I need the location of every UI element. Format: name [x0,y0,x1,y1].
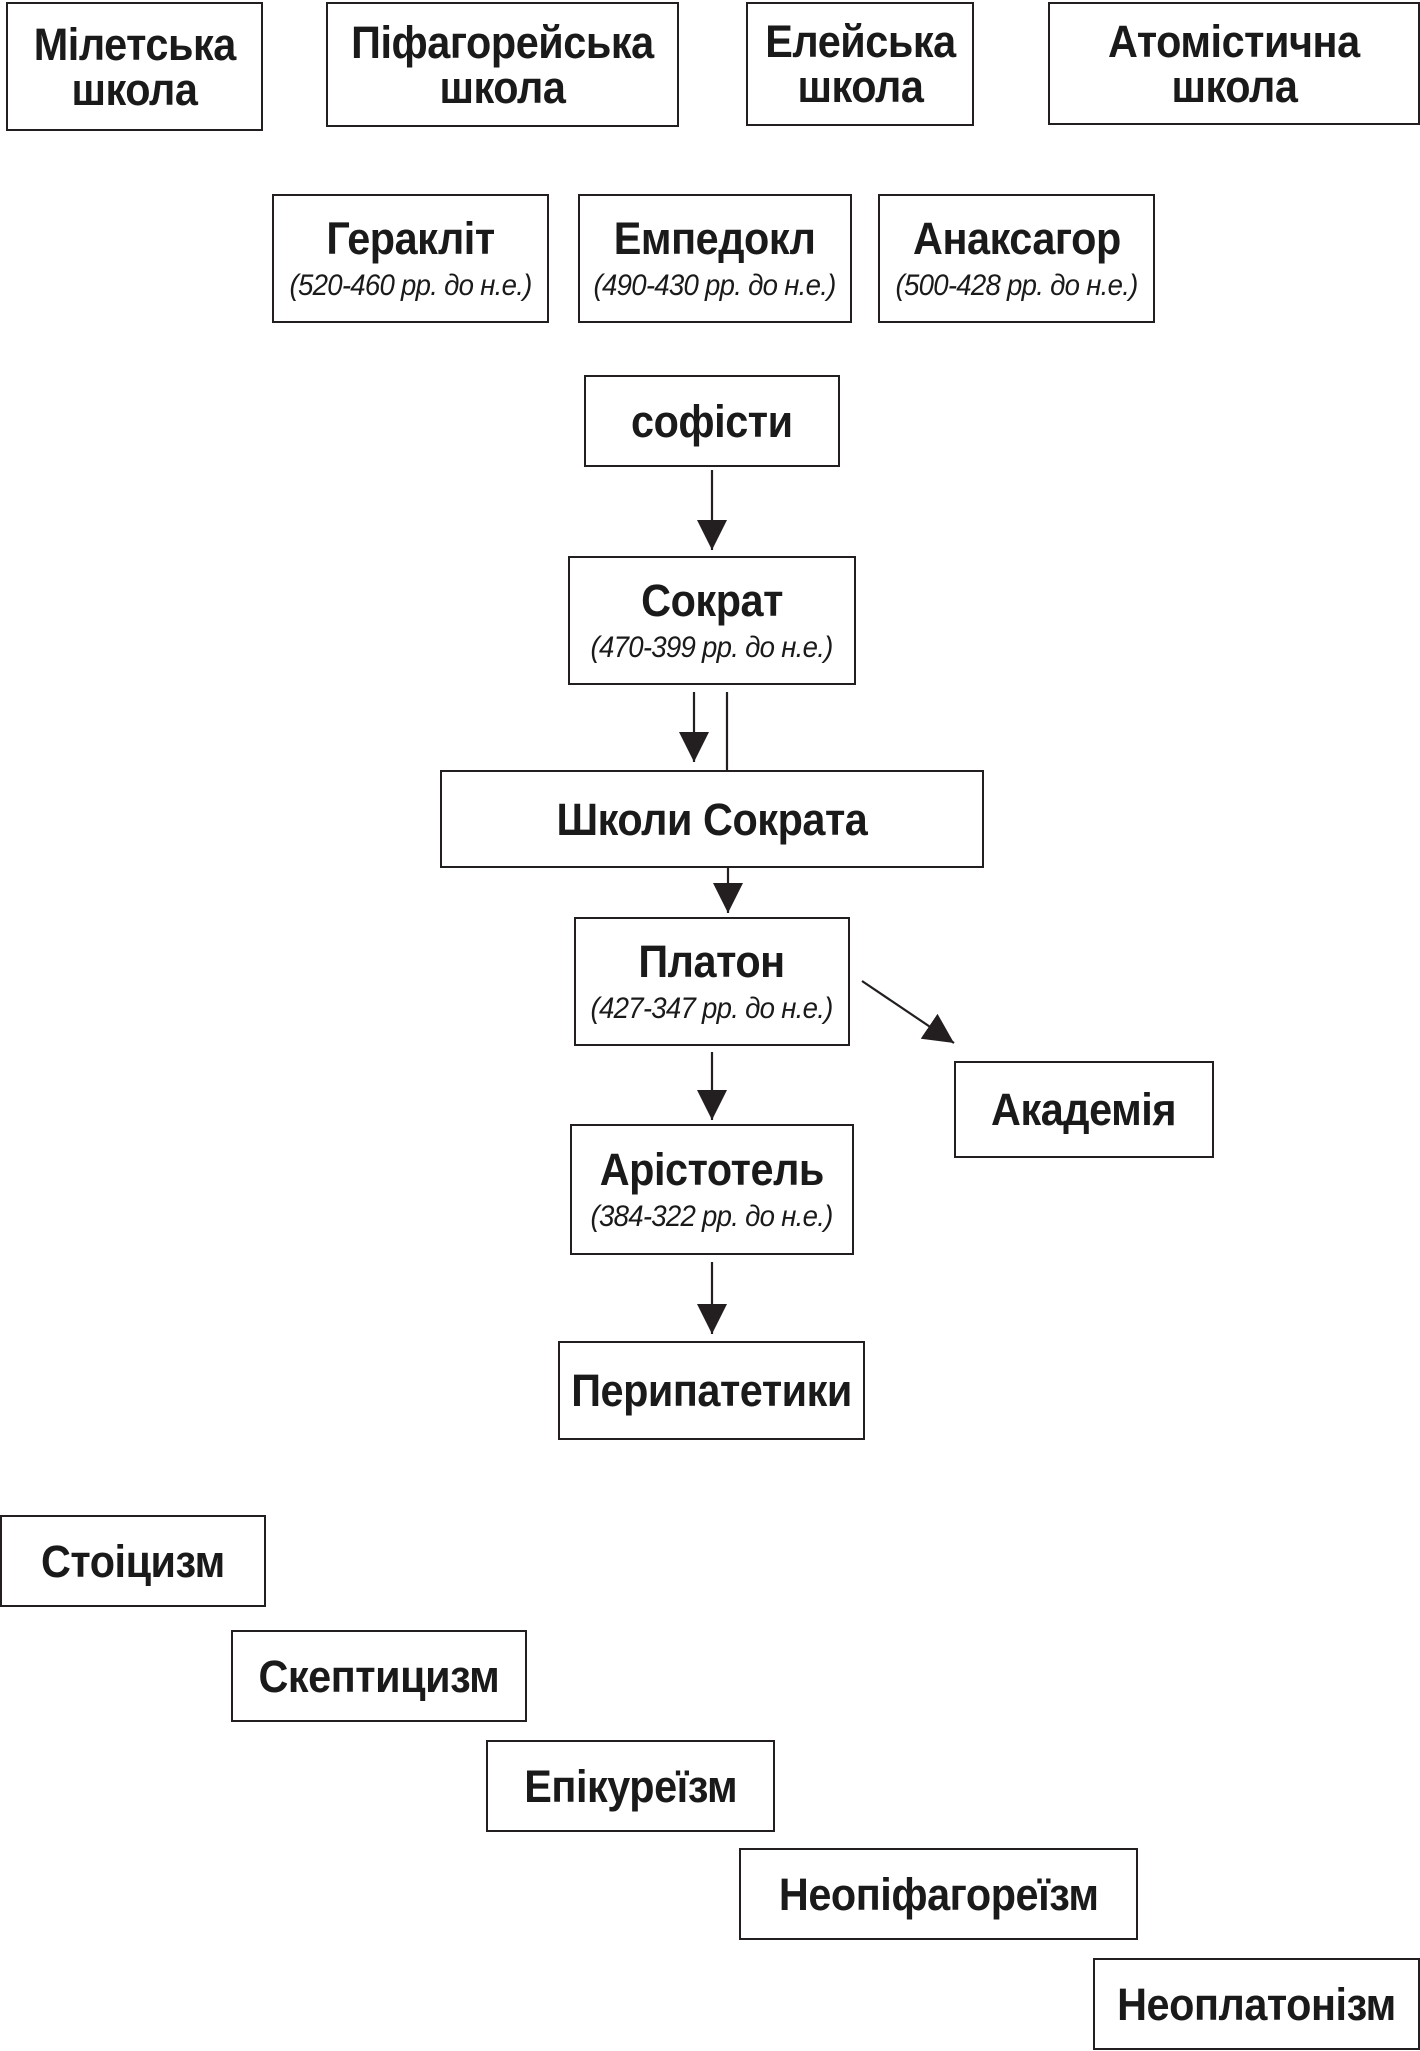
stoicism-box: Стоіцизм [0,1515,266,1607]
socratic-schools-box: Школи Сократа [440,770,984,868]
empedocles-dates: (490-430 рр. до н.е.) [593,268,837,302]
atomist-school-box: Атомістична школа [1048,2,1420,125]
socrates-box: Сократ (470-399 рр. до н.е.) [568,556,856,685]
miletus-school-box: Мілетська школа [6,2,263,131]
sophists-box: софісти [584,375,840,467]
socrates-name: Сократ [641,574,783,626]
sophists-label: софісти [631,395,793,447]
heraclitus-dates: (520-460 рр. до н.е.) [289,268,532,302]
eleatic-school-box: Елейська школа [746,2,974,126]
neopythagoreanism-box: Неопіфагореїзм [739,1848,1138,1940]
plato-name: Платон [638,935,786,987]
neoplatonism-box: Неоплатонізм [1093,1958,1420,2050]
academy-label: Академія [991,1084,1177,1135]
heraclitus-name: Геракліт [326,212,495,264]
stoicism-label: Стоіцизм [41,1535,225,1587]
eleatic-school-line2: школа [797,61,923,112]
skepticism-label: Скептицизм [258,1650,500,1702]
aristotle-name: Арістотель [599,1143,825,1195]
miletus-school-line2: школа [71,63,198,115]
socrates-dates: (470-399 рр. до н.е.) [590,630,834,664]
skepticism-box: Скептицизм [231,1630,527,1722]
socratic-schools-label: Школи Сократа [556,793,868,845]
academy-box: Академія [954,1061,1214,1158]
atomist-school-line2: школа [1171,60,1297,112]
aristotle-dates: (384-322 рр. до н.е.) [590,1199,834,1233]
anaxagoras-name: Анаксагор [912,212,1121,264]
plato-dates: (427-347 рр. до н.е.) [590,991,834,1025]
pythagorean-school-line1: Піфагорейська [351,16,654,68]
heraclitus-box: Геракліт (520-460 рр. до н.е.) [272,194,549,323]
arrow-plato-to-academy [861,980,955,1044]
miletus-school-line1: Мілетська [33,18,236,70]
pythagorean-school-box: Піфагорейська школа [326,2,679,127]
atomist-school-line1: Атомістична [1108,15,1360,67]
neopythagoreanism-label: Неопіфагореїзм [778,1868,1099,1920]
eleatic-school-line1: Елейська [764,16,956,67]
epicureanism-box: Епікуреїзм [486,1740,775,1832]
plato-box: Платон (427-347 рр. до н.е.) [574,917,850,1046]
peripatetics-box: Перипатетики [558,1341,865,1440]
peripatetics-label: Перипатетики [571,1365,852,1416]
pythagorean-school-line2: школа [439,61,566,113]
neoplatonism-label: Неоплатонізм [1117,1978,1396,2030]
anaxagoras-box: Анаксагор (500-428 рр. до н.е.) [878,194,1155,323]
aristotle-box: Арістотель (384-322 рр. до н.е.) [570,1124,854,1255]
empedocles-box: Емпедокл (490-430 рр. до н.е.) [578,194,852,323]
empedocles-name: Емпедокл [614,212,816,264]
anaxagoras-dates: (500-428 рр. до н.е.) [895,268,1138,302]
epicureanism-label: Епікуреїзм [524,1760,737,1812]
